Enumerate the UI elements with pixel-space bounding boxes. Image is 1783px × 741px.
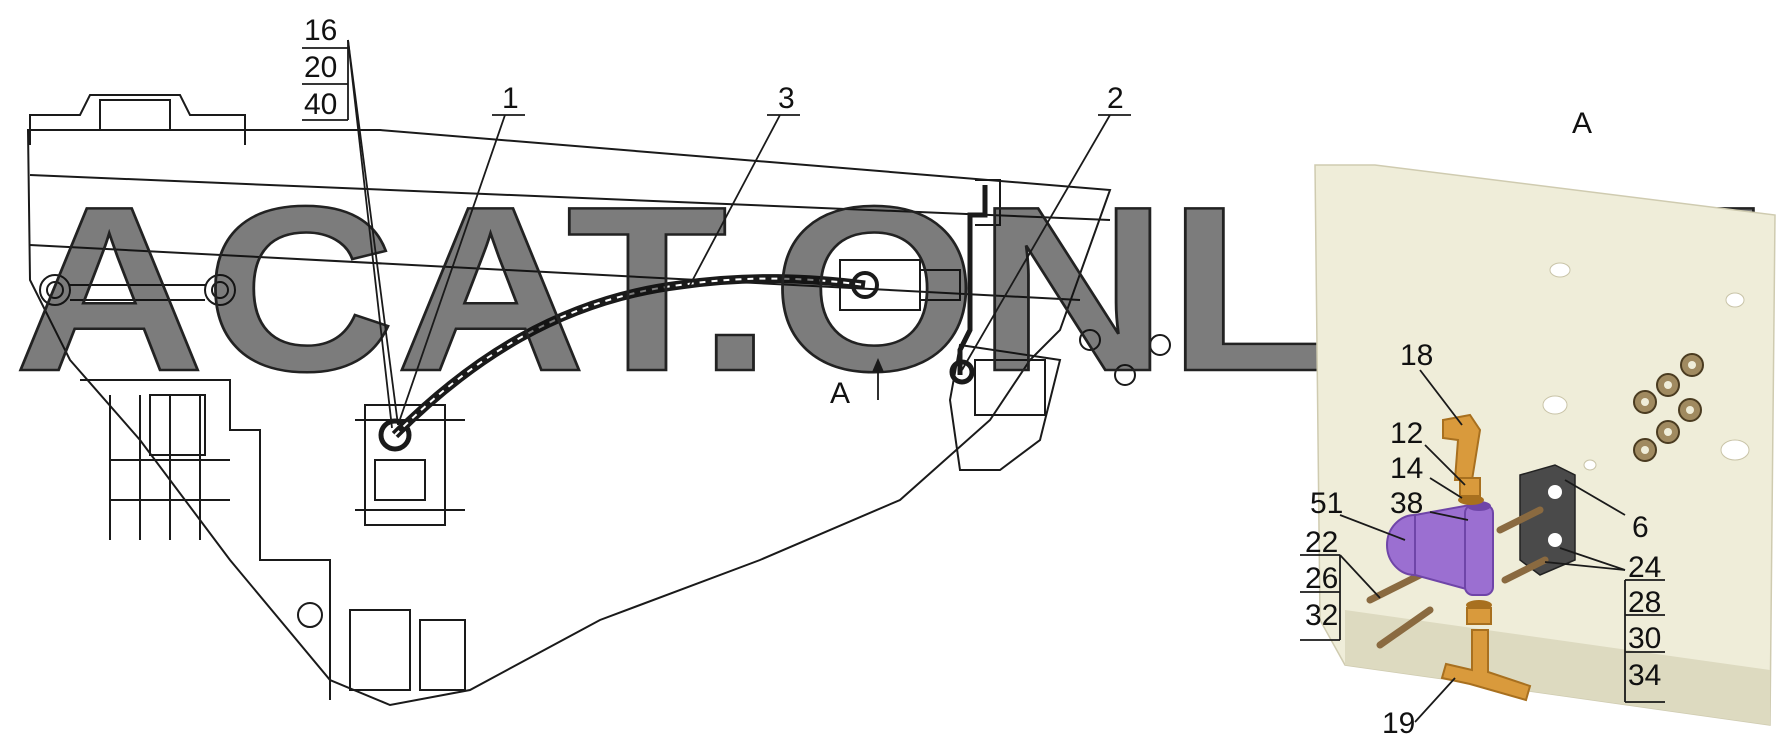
leader-16-a [347,39,393,429]
callout-6: 6 [1632,511,1649,544]
leader-19 [1414,677,1456,723]
leader-12 [1424,444,1466,486]
bolt-upper [1496,506,1544,534]
frame-outline [26,129,1112,707]
lower-bolt [297,602,323,628]
mount-bracket-inner [374,459,426,501]
callout-18: 18 [1400,339,1433,372]
nut-hole-3 [1641,398,1649,406]
hose-end-right [949,359,975,385]
right-hole-3 [1114,364,1136,386]
bracket-clamp [975,179,1001,226]
callout-26: 26 [1305,562,1338,595]
callout-24: 24 [1628,551,1661,584]
bolt-left-1-inner [46,281,64,299]
main-leaders [302,39,1131,429]
panel-hole-3 [1542,395,1568,415]
leader-14 [1429,477,1463,499]
right-box [974,359,1046,416]
leader-16-b [347,39,399,426]
callout-2: 2 [1107,82,1124,115]
hose-highlight [394,277,866,436]
callout-14: 14 [1390,452,1423,485]
leader-3 [689,114,781,286]
right-hole-1 [1079,329,1101,351]
detail-panel-edge [1345,610,1770,725]
bolt-left-low [1376,606,1434,649]
nut-hole-2 [1664,381,1672,389]
nut-hole-1 [1688,361,1696,369]
callout-16: 16 [304,14,337,47]
callout-30: 30 [1628,622,1661,655]
nut-holes [1641,361,1696,454]
nut-hole-4 [1686,406,1694,414]
detail-leaders [1300,369,1665,723]
lower-box-1 [149,394,206,456]
lower-box-3 [419,619,466,691]
housing-cap [99,99,171,131]
leader-1 [397,114,506,426]
bracket-pipe [957,185,988,375]
bolt-left-1 [39,274,71,306]
callout-22: 22 [1305,526,1338,559]
rail-valve-cap [919,269,961,301]
leader-2 [961,114,1111,371]
nut-hole-5 [1664,428,1672,436]
bolt-left-2 [204,274,236,306]
callout-28: 28 [1628,586,1661,619]
lower-block [80,379,331,700]
leader-22 [1339,554,1381,599]
panel-hole-1 [1549,262,1571,278]
leader-24-a [1559,547,1626,571]
leader-18 [1419,369,1463,426]
fitting-14-washer [1458,495,1484,505]
bracket-hole-2 [1548,533,1562,547]
housing-top [29,94,246,145]
callout-20: 20 [304,51,337,84]
panel-hole-2 [1725,292,1745,308]
rail-upper [29,174,1111,221]
main-assembly-drawing [26,94,1171,707]
callout-40: 40 [304,88,337,121]
lower-box-2 [349,609,411,691]
fitting-lower-nut [1466,607,1492,625]
leader-51 [1339,514,1406,541]
bolt-lower [1501,556,1549,584]
callout-3: 3 [778,82,795,115]
callout-1: 1 [502,82,519,115]
panel-hole-5 [1583,459,1597,471]
callout-51: 51 [1310,487,1343,520]
view-a-title: A [1572,107,1592,140]
leader-6 [1564,479,1626,516]
strap-left [70,284,205,301]
panel-holes [1542,262,1750,471]
hose-end-left [378,418,412,452]
bracket-hole-1 [1548,485,1562,499]
fitting-19-tee [1440,629,1532,702]
callout-34: 34 [1628,659,1661,692]
right-housing [948,343,1062,471]
callout-19: 19 [1382,707,1415,740]
valve-stem [1464,504,1494,596]
right-hole-2 [1149,334,1171,356]
leader-38 [1429,511,1469,521]
fitting-12-nipple [1459,477,1481,497]
callout-38: 38 [1390,487,1423,520]
rail-lower [29,244,1081,301]
callout-12: 12 [1390,417,1423,450]
nut-hole-6 [1641,446,1649,454]
leader-24-b [1544,561,1626,571]
lower-block-ribs [109,395,230,540]
bolt-left-2-inner [211,281,229,299]
callout-32: 32 [1305,599,1338,632]
panel-hole-4 [1720,439,1750,461]
view-arrow-head [872,358,884,372]
view-arrow-label: A [830,377,850,410]
